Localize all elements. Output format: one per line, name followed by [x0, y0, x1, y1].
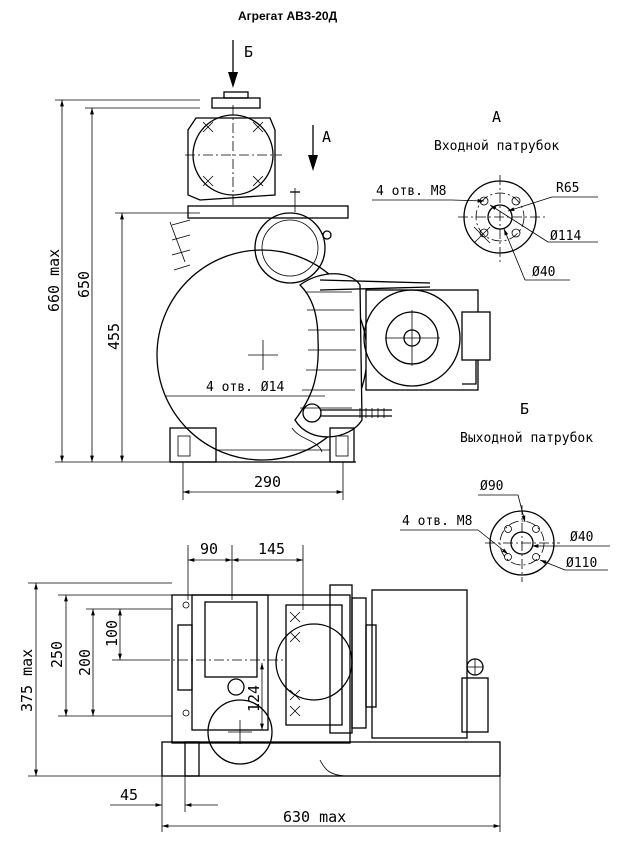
view-label-a: А — [322, 128, 331, 146]
dim-height-455: 455 — [105, 323, 123, 350]
inlet-radius-label: R65 — [556, 181, 579, 196]
dim-plan-45: 45 — [120, 786, 138, 804]
inlet-flange-view: А Входной патрубок 4 отв. М8 R65 Ø114 Ø4… — [372, 108, 598, 281]
dim-plan-90: 90 — [200, 540, 218, 558]
front-view: Б А — [45, 40, 491, 500]
outlet-flange-diameter: Ø90 — [480, 479, 503, 494]
outlet-holes-label: 4 отв. М8 — [402, 514, 472, 529]
drawing-title: Агрегат АВЗ-20Д — [238, 9, 338, 23]
dim-plan-145: 145 — [258, 540, 285, 558]
dim-plan-100: 100 — [103, 620, 121, 647]
inlet-holes-label: 4 отв. М8 — [376, 184, 446, 199]
dim-plan-200: 200 — [76, 649, 94, 676]
outlet-flange-view: Б Выходной патрубок Ø90 4 отв. М8 Ø40 Ø1… — [400, 400, 610, 582]
dim-height-650: 650 — [75, 271, 93, 298]
dim-height-660: 660 max — [45, 249, 63, 312]
inlet-outer-diameter: Ø114 — [550, 229, 581, 244]
outlet-letter: Б — [520, 400, 529, 418]
dim-plan-250: 250 — [48, 641, 66, 668]
plan-view: 90 145 375 max 250 200 100 124 45 630 ma… — [18, 540, 501, 832]
dim-plan-630: 630 max — [283, 808, 346, 826]
outlet-outer-diameter: Ø110 — [566, 556, 597, 571]
dim-plan-375: 375 max — [18, 649, 36, 712]
dim-plan-124: 124 — [245, 685, 263, 712]
outlet-inner-diameter: Ø40 — [570, 530, 593, 545]
view-arrow-a — [308, 125, 318, 171]
outlet-caption: Выходной патрубок — [460, 431, 593, 446]
view-arrow-b — [228, 40, 238, 88]
label-mount-holes: 4 отв. Ø14 — [206, 380, 284, 395]
dim-width-290: 290 — [254, 473, 281, 491]
inlet-inner-diameter: Ø40 — [532, 265, 555, 280]
drive-pulley — [363, 289, 461, 387]
view-label-b: Б — [244, 43, 253, 61]
inlet-caption: Входной патрубок — [434, 139, 559, 154]
inlet-letter: А — [492, 108, 501, 126]
